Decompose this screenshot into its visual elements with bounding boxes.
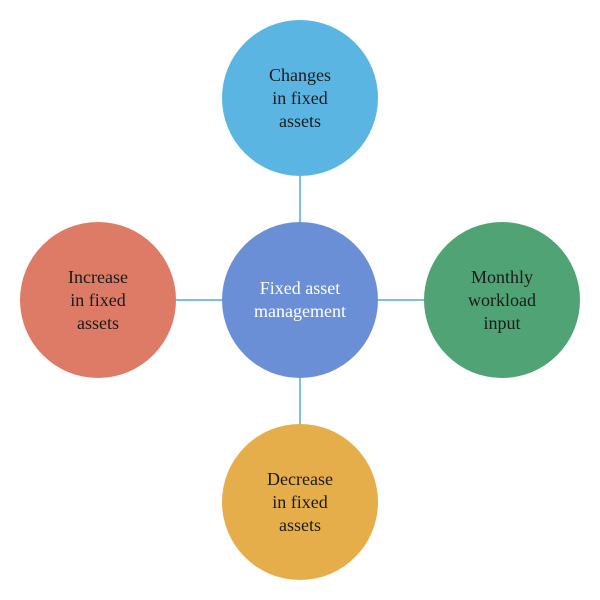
node-changes-in-fixed-assets: Changes in fixed assets: [222, 20, 378, 176]
node-label: Fixed asset management: [254, 278, 346, 321]
node-increase-in-fixed-assets: Increase in fixed assets: [20, 222, 176, 378]
node-monthly-workload-input: Monthly workload input: [424, 222, 580, 378]
node-fixed-asset-management: Fixed asset management: [222, 222, 378, 378]
node-label: Changes in fixed assets: [269, 64, 331, 131]
node-label: Monthly workload input: [468, 266, 536, 333]
node-decrease-in-fixed-assets: Decrease in fixed assets: [222, 424, 378, 580]
node-label: Increase in fixed assets: [68, 266, 128, 333]
node-label: Decrease in fixed assets: [267, 468, 333, 535]
